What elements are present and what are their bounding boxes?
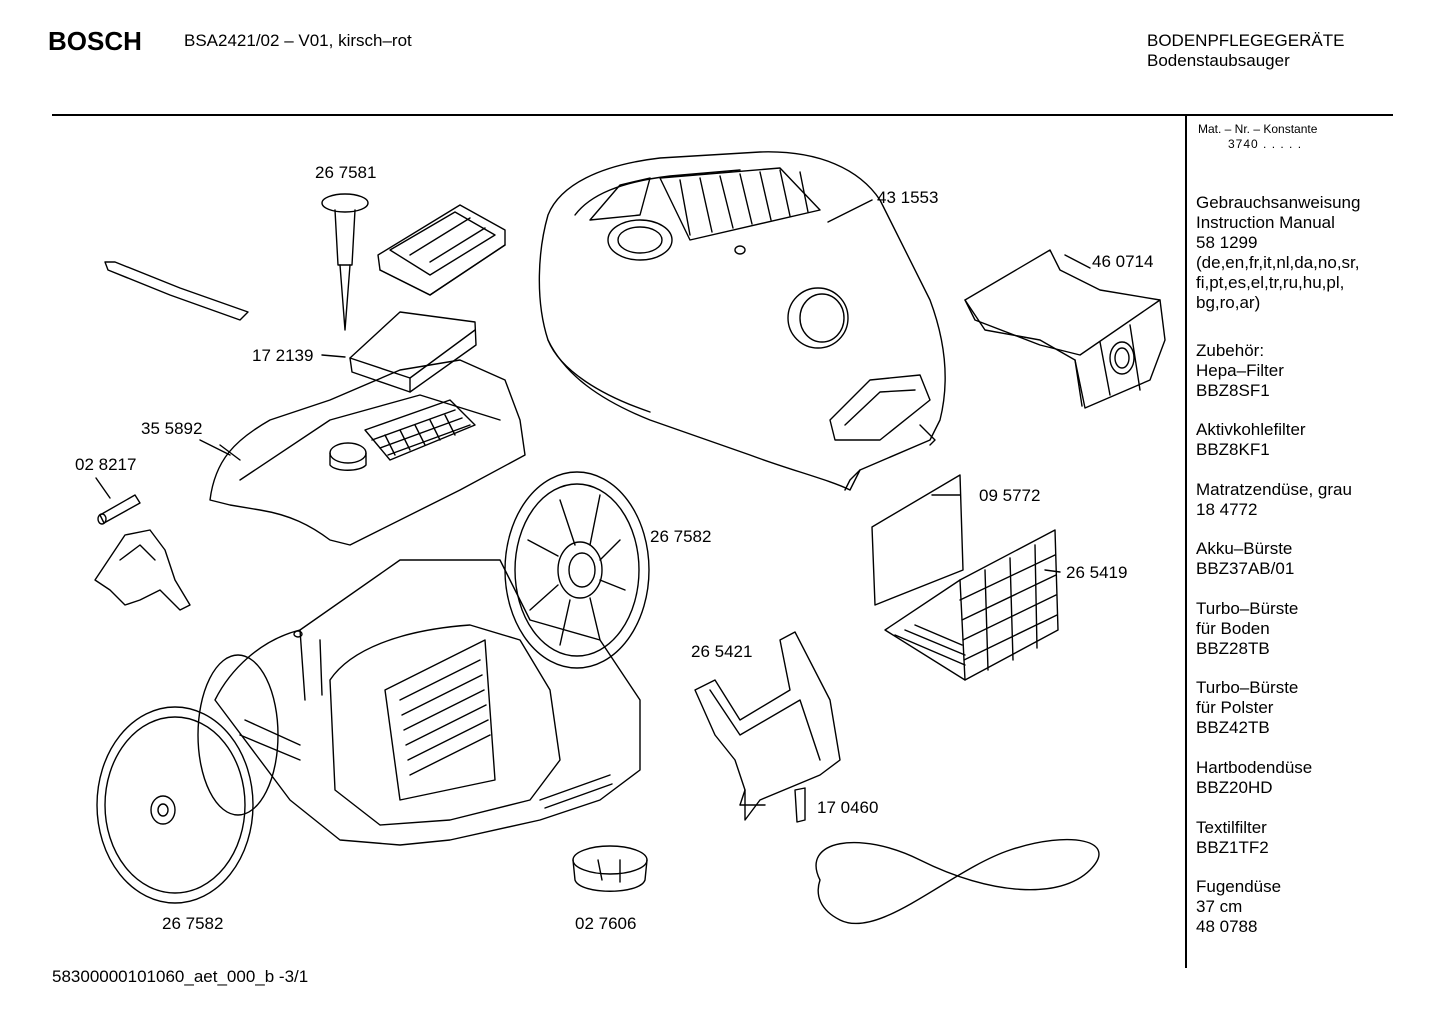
sidebar-block-turbo-floor: Turbo–Bürste für Boden BBZ28TB — [1196, 599, 1298, 659]
sidebar-line: Akku–Bürste — [1196, 539, 1293, 558]
part-label-027606: 02 7606 — [575, 914, 637, 933]
sidebar-line: Matratzendüse, grau — [1196, 480, 1352, 499]
subcategory-title: Bodenstaubsauger — [1147, 51, 1290, 70]
small-seal-part — [794, 787, 806, 823]
hepa-filter-part — [321, 311, 477, 393]
drive-belt-part — [815, 838, 1100, 925]
sidebar-line: fi,pt,es,el,tr,ru,hu,pl, — [1196, 273, 1345, 292]
wheel-left-part — [96, 654, 301, 904]
cable-reel-part — [572, 845, 648, 892]
part-label-267582-right: 26 7582 — [650, 527, 712, 546]
filter-bag-part — [964, 249, 1166, 409]
footer-code: 58300000101060_aet_000_b -3/1 — [52, 967, 309, 986]
sidebar-line: für Polster — [1196, 698, 1274, 717]
part-label-265419: 26 5419 — [1066, 563, 1128, 582]
category-title: BODENPFLEGEGERÄTE — [1147, 31, 1345, 50]
sidebar-line: 18 4772 — [1196, 500, 1258, 519]
sidebar-line: Turbo–Bürste — [1196, 678, 1299, 697]
battery-part — [95, 477, 141, 525]
part-label-267582-left: 26 7582 — [162, 914, 224, 933]
part-label-265421: 26 5421 — [691, 642, 753, 661]
sidebar-line: Gebrauchsanweisung — [1196, 193, 1361, 212]
header-divider — [52, 114, 1393, 116]
part-label-460714: 46 0714 — [1092, 252, 1154, 271]
sidebar-block-hepa: Zubehör: Hepa–Filter BBZ8SF1 — [1196, 341, 1284, 401]
sidebar-block-mattress: Matratzendüse, grau 18 4772 — [1196, 480, 1352, 520]
sidebar-divider — [1185, 116, 1187, 968]
top-cover-part — [538, 151, 946, 491]
sidebar-line: Aktivkohlefilter — [1196, 420, 1306, 439]
sidebar-block-carbon: Aktivkohlefilter BBZ8KF1 — [1196, 420, 1306, 460]
mat-number-label: Mat. – Nr. – Konstante — [1198, 122, 1318, 136]
sidebar-line: 37 cm — [1196, 897, 1243, 916]
sidebar-line: Hartbodendüse — [1196, 758, 1313, 777]
base-body-part — [214, 559, 641, 846]
sidebar-line: Turbo–Bürste — [1196, 599, 1299, 618]
model-title: BSA2421/02 – V01, kirsch–rot — [184, 31, 412, 50]
leader-lines — [219, 199, 1091, 806]
filter-card-part — [871, 474, 964, 606]
mat-number-value: 3740 . . . . . — [1228, 137, 1303, 151]
clip-part — [94, 529, 191, 611]
sidebar-line: Hepa–Filter — [1196, 361, 1284, 380]
part-label-355892: 35 5892 — [141, 419, 203, 438]
sidebar-line: Zubehör: — [1196, 341, 1265, 360]
sidebar-line: Textilfilter — [1196, 818, 1267, 837]
sidebar-block-hardfloor: Hartbodendüse BBZ20HD — [1196, 758, 1312, 798]
part-label-431553: 43 1553 — [877, 188, 939, 207]
sidebar-block-textile: Textilfilter BBZ1TF2 — [1196, 818, 1269, 858]
sidebar-block-akku: Akku–Bürste BBZ37AB/01 — [1196, 539, 1294, 579]
wheel-right-part — [504, 471, 650, 669]
sidebar-line: BBZ1TF2 — [1196, 838, 1269, 857]
part-label-170460: 17 0460 — [817, 798, 879, 817]
sidebar-line: BBZ8KF1 — [1196, 440, 1270, 459]
sidebar-line: bg,ro,ar) — [1196, 293, 1261, 312]
sidebar-line: BBZ8SF1 — [1196, 381, 1270, 400]
brand-logo: BOSCH — [48, 26, 142, 56]
sidebar-line: BBZ37AB/01 — [1196, 559, 1295, 578]
part-label-028217: 02 8217 — [75, 455, 137, 474]
part-label-095772: 09 5772 — [979, 486, 1041, 505]
sidebar-block-crevice: Fugendüse 37 cm 48 0788 — [1196, 877, 1281, 937]
sidebar-block-turbo-upholstery: Turbo–Bürste für Polster BBZ42TB — [1196, 678, 1298, 738]
sidebar-block-manual: Gebrauchsanweisung Instruction Manual 58… — [1196, 193, 1360, 313]
sidebar-line: Fugendüse — [1196, 877, 1282, 896]
filter-grille-part — [884, 529, 1059, 681]
sidebar-line: BBZ20HD — [1196, 778, 1273, 797]
sidebar-line: 48 0788 — [1196, 917, 1258, 936]
seal-strip-part — [104, 261, 249, 321]
sidebar-line: BBZ28TB — [1196, 639, 1270, 658]
part-label-172139: 17 2139 — [252, 346, 314, 365]
sidebar-line: für Boden — [1196, 619, 1270, 638]
sidebar-line: (de,en,fr,it,nl,da,no,sr, — [1196, 253, 1360, 272]
part-label-267581: 26 7581 — [315, 163, 377, 182]
housing-frame-part — [199, 359, 526, 546]
sidebar-line: Instruction Manual — [1196, 213, 1335, 232]
filter-holder-part — [321, 193, 506, 331]
sidebar-line: 58 1299 — [1196, 233, 1258, 252]
bag-holder-part — [694, 631, 841, 821]
sidebar-line: BBZ42TB — [1196, 718, 1270, 737]
